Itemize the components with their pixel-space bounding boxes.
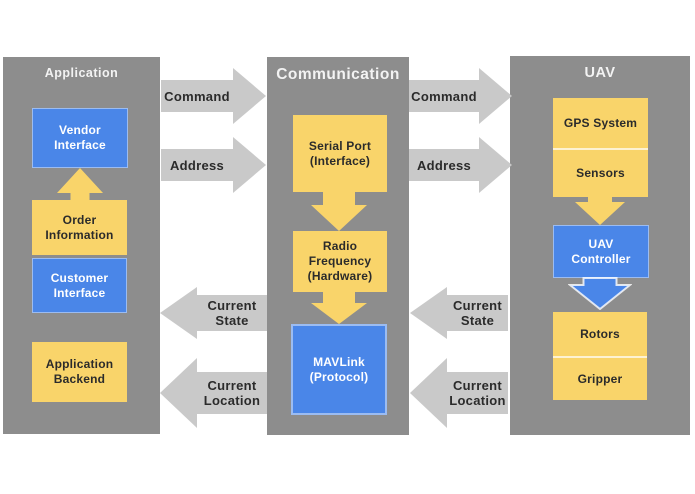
communication-panel: Communication Serial Port (Interface) Ra… <box>267 57 409 435</box>
serial-port-block: Serial Port (Interface) <box>293 115 387 192</box>
address-connector-app-comm: Address <box>161 137 266 193</box>
vendor-interface-label: Vendor Interface <box>54 123 106 152</box>
arrow-left-icon <box>410 287 447 339</box>
arrow-right-icon <box>233 137 266 193</box>
customer-interface-label: Customer Interface <box>50 270 109 300</box>
arrow-right-icon <box>479 68 512 124</box>
connector-label: Address <box>409 149 479 181</box>
uav-panel-title: UAV <box>584 65 616 81</box>
current-location-connector-comm-app: Current Location <box>160 358 267 428</box>
arrow-down-icon <box>311 192 367 231</box>
sensors-label: Sensors <box>576 166 625 180</box>
arrow-left-icon <box>160 287 197 339</box>
serial-port-label: Serial Port (Interface) <box>308 138 372 168</box>
mavlink-block: MAVLink (Protocol) <box>291 324 387 415</box>
application-backend-label: Application Backend <box>45 357 114 386</box>
uav-controller-block: UAV Controller <box>553 225 649 278</box>
current-location-connector-uav-comm: Current Location <box>410 358 508 428</box>
gps-system-block: GPS System <box>553 98 648 148</box>
arrow-down-icon <box>575 196 625 225</box>
connector-label: Current State <box>447 295 508 331</box>
radio-frequency-block: Radio Frequency (Hardware) <box>293 231 387 292</box>
gps-system-label: GPS System <box>563 115 638 130</box>
customer-interface-block: Customer Interface <box>32 258 127 313</box>
arrow-right-icon <box>233 68 266 124</box>
current-state-connector-uav-comm: Current State <box>410 287 508 339</box>
connector-label: Current Location <box>197 372 267 414</box>
command-connector-comm-uav: Command <box>409 68 512 124</box>
connector-label: Command <box>161 80 233 112</box>
rotors-label: Rotors <box>580 326 620 341</box>
connector-label: Command <box>409 80 479 112</box>
mavlink-label: MAVLink (Protocol) <box>309 354 369 384</box>
sensors-block: Sensors <box>553 148 648 197</box>
gripper-block: Gripper <box>553 356 647 400</box>
connector-label: Current Location <box>447 372 508 414</box>
command-connector-app-comm: Command <box>161 68 266 124</box>
order-information-block: Order Information <box>32 200 127 255</box>
communication-panel-title: Communication <box>276 66 400 83</box>
arrow-up-icon <box>57 168 103 200</box>
connector-label: Address <box>161 149 233 181</box>
uav-panel: UAV GPS System Sensors UAV Controller Ro… <box>510 56 690 435</box>
arrow-left-icon <box>160 358 197 428</box>
order-information-label: Order Information <box>45 212 114 242</box>
rotors-block: Rotors <box>553 312 647 356</box>
vendor-interface-block: Vendor Interface <box>32 108 128 168</box>
address-connector-comm-uav: Address <box>409 137 512 193</box>
application-backend-block: Application Backend <box>32 342 127 402</box>
application-panel-title: Application <box>44 66 119 80</box>
gripper-label: Gripper <box>577 371 623 386</box>
arrow-down-icon <box>568 277 632 310</box>
application-panel: Application Vendor Interface Order Infor… <box>3 57 160 434</box>
arrow-right-icon <box>479 137 512 193</box>
connector-label: Current State <box>197 295 267 331</box>
arrow-left-icon <box>410 358 447 428</box>
current-state-connector-comm-app: Current State <box>160 287 267 339</box>
arrow-down-icon <box>311 292 367 324</box>
uav-controller-label: UAV Controller <box>571 236 631 266</box>
radio-frequency-label: Radio Frequency (Hardware) <box>307 239 373 283</box>
